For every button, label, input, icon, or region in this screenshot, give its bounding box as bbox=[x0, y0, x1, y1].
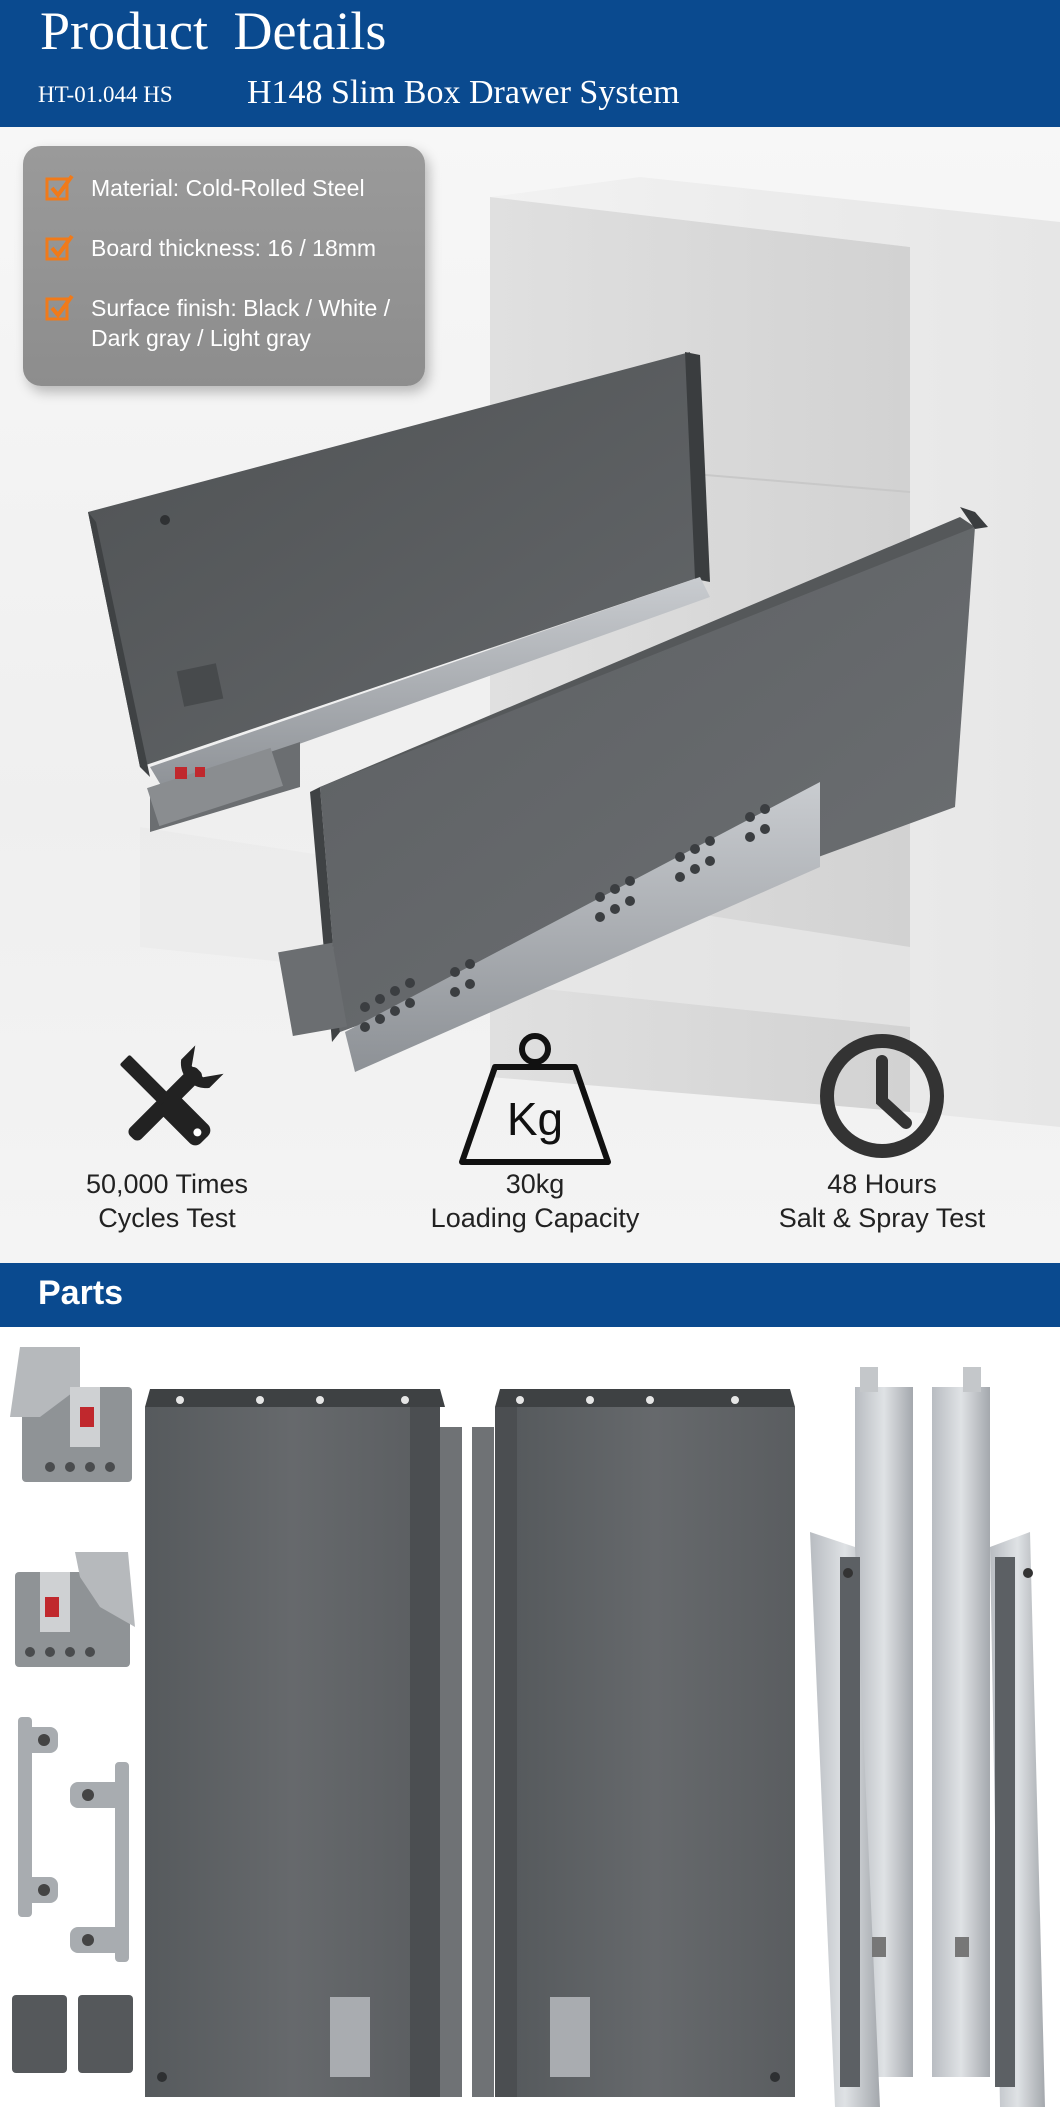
feature-capacity: Kg 30kg Loading Capacity bbox=[385, 1027, 685, 1235]
feature-cycles: 50,000 Times Cycles Test bbox=[17, 1037, 317, 1235]
rear-bracket-part bbox=[18, 1717, 129, 1962]
parts-banner bbox=[0, 1263, 1060, 1327]
weight-icon: Kg bbox=[459, 1033, 611, 1165]
feature-line2: Cycles Test bbox=[98, 1203, 236, 1233]
checkbox-icon bbox=[45, 234, 74, 261]
side-panel-left bbox=[145, 1389, 462, 2097]
product-code: HT-01.044 HS bbox=[38, 82, 173, 107]
cover-cap-part bbox=[12, 1995, 67, 2073]
spec-text: Material: Cold-Rolled Steel bbox=[91, 175, 365, 201]
product-name: H148 Slim Box Drawer System bbox=[247, 74, 680, 111]
tools-icon bbox=[120, 1045, 224, 1146]
front-connector-part bbox=[10, 1347, 132, 1482]
spec-text: Board thickness: 16 / 18mm bbox=[91, 235, 377, 261]
clock-icon bbox=[820, 1034, 944, 1158]
spec-card: Material: Cold-Rolled Steel Board thickn… bbox=[23, 146, 425, 386]
feature-line1: 50,000 Times bbox=[85, 1169, 249, 1199]
header-banner bbox=[0, 0, 1060, 127]
weight-label: Kg bbox=[507, 1093, 563, 1145]
side-panel-right bbox=[472, 1389, 795, 2097]
hero-section: Material: Cold-Rolled Steel Board thickn… bbox=[0, 127, 1060, 1263]
page-title: Product Details bbox=[40, 1, 387, 61]
parts-section bbox=[0, 1327, 1060, 2113]
feature-salt-spray: 48 Hours Salt & Spray Test bbox=[732, 1029, 1032, 1235]
spec-text-cont: Dark gray / Light gray bbox=[91, 325, 311, 351]
feature-line1: 30kg bbox=[505, 1169, 565, 1199]
hero-illustration bbox=[88, 177, 1060, 1127]
feature-line1: 48 Hours bbox=[827, 1169, 937, 1199]
feature-line2: Salt & Spray Test bbox=[778, 1203, 986, 1233]
spec-text: Surface finish: Black / White / bbox=[91, 295, 391, 321]
parts-title: Parts bbox=[38, 1274, 124, 1312]
feature-line2: Loading Capacity bbox=[430, 1203, 640, 1233]
front-connector-part bbox=[15, 1552, 135, 1667]
parts-illustration bbox=[10, 1347, 1045, 2107]
cover-cap-part bbox=[78, 1995, 133, 2073]
runner-right bbox=[932, 1367, 1045, 2107]
runner-left bbox=[810, 1367, 913, 2107]
checkbox-icon bbox=[45, 294, 74, 321]
checkbox-icon bbox=[45, 174, 74, 201]
